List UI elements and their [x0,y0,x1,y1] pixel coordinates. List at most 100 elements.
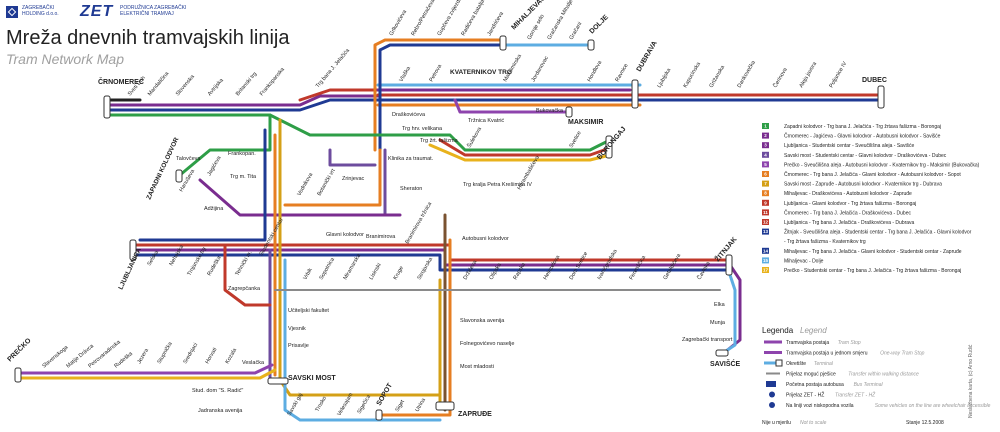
station-petrova: Petrova [429,63,444,83]
line-description: Črnomerec - Trg bana J. Jelačića - Drašk… [784,209,911,216]
station-britanski: Britanski trg [235,71,258,97]
station-kapucinska: Kapucinska [683,61,703,89]
station-sop: Sopotnica [319,256,337,281]
station-zagrebacki-transport: Zagrebački transport [682,337,733,343]
station-poljanice: Poljanice IV [829,61,849,89]
station-miramarska: Miramarska [343,252,363,281]
line-description: Ljubljanica - Studentski centar - Sveuči… [784,143,915,149]
line-badge [762,142,769,149]
line-badge [762,151,769,158]
terminal-mihaljevac [499,35,507,51]
station-munja: Munja [710,320,726,326]
station-vesla: Veslačka [242,360,265,366]
station-zapadni: ZAPADNI KOLODVOR [145,136,180,201]
line-badge [762,199,769,206]
line-description: Črnomerec - Jagićeva - Glavni kolodvor -… [784,133,941,140]
route-line-maksimir-purple [453,98,572,114]
station-frankopanska: Frankopanska [259,66,287,97]
station-kvaternikov: KVATERNIKOV TRG [450,69,512,76]
page-subtitle: Tram Network Map [6,51,124,67]
line-number: 11 [763,210,768,215]
route-line-center-orange [283,148,382,207]
zet-subtitle: PODRUŽNICA ZAGREBAČKI ELEKTRIČNI TRAMVAJ [120,5,187,17]
route-line-savski-lightblue [283,258,442,422]
terminal-symbol [775,359,783,367]
station-svetice: Svetice [569,130,583,149]
line-number: 12 [763,220,769,225]
line-description: Črnomerec - Trg bana J. Jelačića - Glavn… [784,171,961,178]
legend-item-label: Tramvajska postaja u jednom smjeru [786,351,868,357]
station-prisavlje: Prisavlje [288,343,309,349]
legend-title-en: Legend [800,326,827,335]
line-badge [762,247,769,254]
tram-routes [18,38,882,422]
route-line-zagrepcanka-red [223,243,272,307]
station-bukovacka: Bukovačka [536,108,564,114]
station-sheraton: Sheraton [400,186,422,192]
station-selska: Selska [147,249,161,267]
line-badge [762,180,769,187]
line-badge [762,161,769,168]
station-maksimirska: Maksimirska [503,53,524,83]
station-lisinski: Lisinski [369,262,383,281]
line-badge [762,123,769,129]
route-line-ljubljanica-blue [133,253,732,272]
station-zrinjevac: Zrinjevac [342,176,365,182]
station-ferenscica: Ferenščica [629,254,648,281]
station-stupnicka: Stupnička [157,340,175,365]
line-description: Ljubljanica - Trg bana J. Jelačića - Dra… [784,220,915,226]
station-kozala: Kozala [225,347,239,365]
station-branimirova-trznica: Branimirova tržnica [405,200,434,245]
station-strojarska: Strojarska [417,256,435,281]
route-line-purple-loop [198,178,402,217]
line-badge [762,228,769,235]
station-slovenska: Slovenska [175,73,197,97]
legend-item-label-en: Transfer within walking distance [848,372,919,378]
line-description: Savski most - Zapruđe - Autobusni kolodv… [784,182,942,188]
line-badge [762,267,769,273]
station-draskoviceva: Draškovićeva [392,112,426,118]
station-adzijina: Adžijina [204,206,224,212]
station-jandricova: Jandrićeva [487,10,506,37]
station-mandal: Mandaličina [147,70,171,97]
route-line-borongaj-yellow [428,143,612,162]
route-line-zrinjevac-purple [328,148,377,167]
station-crnomerec: ČRNOMEREC [98,77,144,86]
station-trg-kralja: Trg kralja Petra Krešimira IV [463,182,532,188]
line-entry: 11 Črnomerec - Trg bana J. Jelačića - Dra… [762,209,911,216]
route-line-mihaljevac-blue [378,43,507,152]
legend-item-label-en: Bus Terminal [854,382,884,388]
station-dolje: DOLJE [588,14,610,36]
station-elka: Elka [714,302,726,308]
route-line-green [108,113,362,137]
line-number: 17 [763,268,769,273]
terminal-ljubljanica [129,239,137,261]
station-cerinova: Čerinova [772,66,790,89]
legend-item-label: Okretište [786,361,806,367]
line-number: 13 [763,229,769,234]
line-description: Žitnjak - Sveučilišna aleja - Studentski… [784,228,972,236]
station-trznica: Tržnica Kvatrić [468,118,504,124]
line-number: 5 [764,162,767,167]
line-number: 8 [764,191,767,196]
station-most-mladosti: Most mladosti [460,364,494,370]
terminal-dubec [877,85,885,109]
station-vrbik: Vrbik [303,267,314,281]
legend-item-label-en: Transfer ZET - HŽ [835,391,876,399]
route-line-zapadni-green [178,113,272,177]
line-entry: - Trg žrtava fašizma - Kvaternikov trg [784,239,866,245]
legend-item-label: Na liniji vozi niskopodna vozila [786,403,854,409]
route-line-dark-blue [108,98,380,112]
terminal-sopot [375,409,383,421]
station-ljubijska: Ljubijska [657,67,673,89]
route-line-precko-yellow [18,368,277,380]
station-rebro: Rebro/Petračeva [411,0,437,37]
terminal-markers [14,35,885,421]
holding-logo-icon [6,6,18,18]
terminal-savski-most [267,377,289,385]
